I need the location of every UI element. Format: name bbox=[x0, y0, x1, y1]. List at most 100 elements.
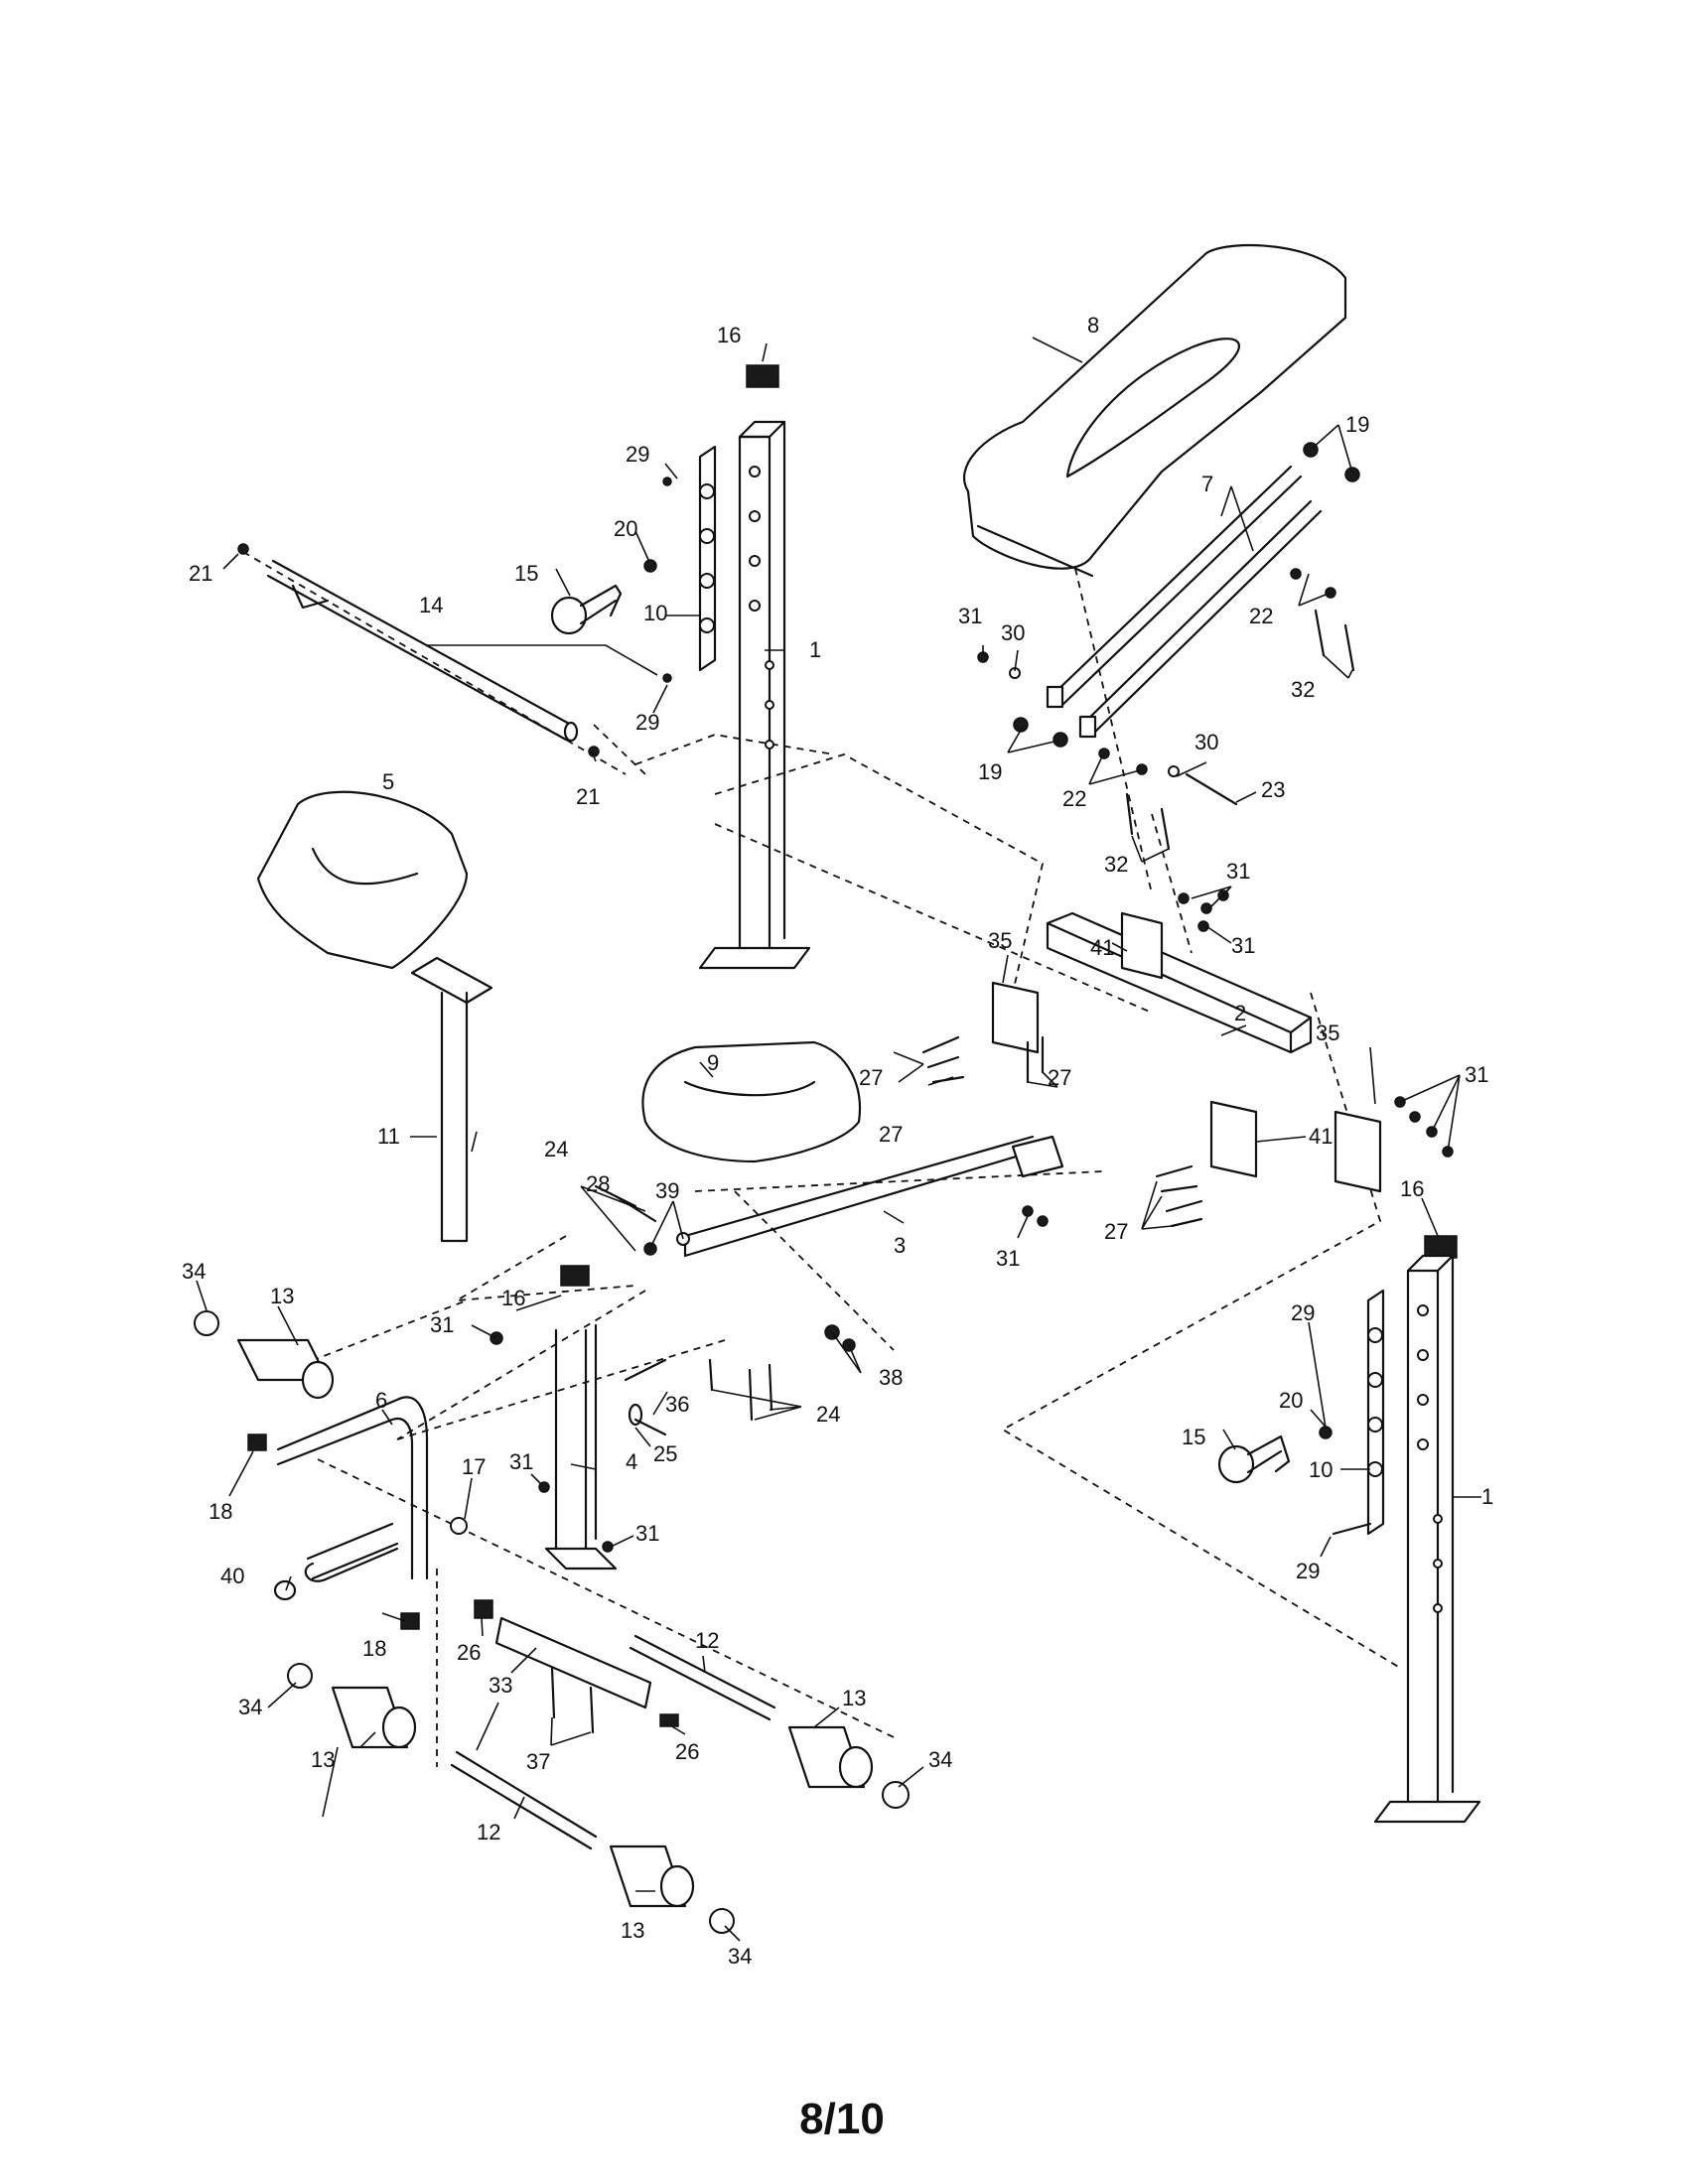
callout-37: 37 bbox=[526, 1749, 550, 1774]
backrest-pad bbox=[962, 244, 1347, 578]
callout-22-bottom: 22 bbox=[1062, 786, 1086, 811]
callout-21-left: 21 bbox=[189, 561, 212, 586]
pin-left bbox=[550, 584, 623, 635]
callout-4: 4 bbox=[626, 1449, 637, 1474]
callout-32-top: 32 bbox=[1291, 677, 1315, 702]
callout-19-bottom: 19 bbox=[978, 759, 1002, 784]
callout-13-c: 13 bbox=[842, 1686, 866, 1710]
callout-31-a: 31 bbox=[958, 604, 982, 628]
callout-30-a: 30 bbox=[1001, 620, 1025, 645]
roller-13-b bbox=[331, 1686, 417, 1749]
callout-15-right: 15 bbox=[1182, 1425, 1205, 1449]
callout-13-b: 13 bbox=[311, 1747, 335, 1772]
pin-right bbox=[1217, 1434, 1291, 1484]
callout-21-right: 21 bbox=[576, 784, 600, 809]
callout-10-left: 10 bbox=[643, 601, 667, 625]
callout-41-bottom: 41 bbox=[1309, 1124, 1333, 1149]
callout-34-b: 34 bbox=[238, 1695, 262, 1719]
callout-1-right: 1 bbox=[1481, 1484, 1493, 1509]
callout-5: 5 bbox=[382, 769, 394, 794]
callout-3: 3 bbox=[894, 1233, 906, 1258]
callout-31-f: 31 bbox=[430, 1312, 454, 1337]
callout-16-top: 16 bbox=[717, 323, 741, 347]
page-number: 8/10 bbox=[799, 2095, 885, 2143]
bracket-35-left bbox=[991, 981, 1040, 1054]
callout-2: 2 bbox=[1234, 1001, 1246, 1025]
leg-pad bbox=[256, 790, 469, 970]
bracket-right bbox=[1366, 1289, 1385, 1536]
callout-35-left: 35 bbox=[988, 928, 1012, 953]
post-4 bbox=[544, 1323, 618, 1570]
end-cap-right bbox=[1424, 1235, 1458, 1259]
roller-13-d bbox=[787, 1725, 874, 1789]
end-cap-center bbox=[560, 1265, 590, 1287]
callout-27-c: 27 bbox=[879, 1122, 903, 1147]
callout-36: 36 bbox=[665, 1392, 689, 1417]
bracket-35-right bbox=[1333, 1110, 1382, 1193]
callout-12-a: 12 bbox=[695, 1628, 719, 1653]
rod-12-left bbox=[450, 1750, 598, 1850]
callout-38: 38 bbox=[879, 1365, 903, 1390]
callout-31-d: 31 bbox=[1465, 1062, 1488, 1087]
rod-14 bbox=[266, 559, 579, 743]
callout-16-right: 16 bbox=[1400, 1176, 1424, 1201]
frame-6 bbox=[276, 1396, 429, 1582]
callout-19-top: 19 bbox=[1345, 412, 1369, 437]
callout-9: 9 bbox=[707, 1050, 719, 1075]
callout-18-b: 18 bbox=[362, 1636, 386, 1661]
callout-14: 14 bbox=[419, 593, 443, 617]
callout-20-right: 20 bbox=[1279, 1388, 1303, 1413]
upright-left bbox=[698, 420, 811, 970]
callout-16-mid: 16 bbox=[501, 1286, 525, 1310]
roller-13-c bbox=[609, 1844, 695, 1908]
bracket-41-bottom bbox=[1209, 1100, 1258, 1178]
hardware bbox=[194, 442, 1454, 1934]
bracket-33 bbox=[494, 1616, 652, 1709]
callout-27-a: 27 bbox=[859, 1065, 883, 1090]
callout-29-top: 29 bbox=[626, 442, 649, 467]
callout-7: 7 bbox=[1201, 472, 1213, 496]
callout-40: 40 bbox=[220, 1564, 244, 1588]
callout-31-c: 31 bbox=[1231, 933, 1255, 958]
callout-1-left: 1 bbox=[809, 637, 821, 662]
callout-34-a: 34 bbox=[182, 1259, 206, 1284]
callout-25: 25 bbox=[653, 1441, 677, 1466]
callout-26-b: 26 bbox=[675, 1739, 699, 1764]
callout-28: 28 bbox=[586, 1171, 610, 1196]
beam-2 bbox=[1046, 911, 1313, 1054]
callout-11: 11 bbox=[377, 1124, 400, 1149]
callout-13-a: 13 bbox=[270, 1284, 294, 1308]
callout-26-a: 26 bbox=[457, 1640, 481, 1665]
callout-12-b: 12 bbox=[477, 1820, 500, 1844]
callout-24-bottom: 24 bbox=[816, 1402, 840, 1427]
callout-22-top: 22 bbox=[1249, 604, 1273, 628]
roller-13-a bbox=[236, 1338, 335, 1400]
callout-32-bottom: 32 bbox=[1104, 852, 1128, 877]
callout-13-d: 13 bbox=[621, 1918, 644, 1943]
callout-24-top: 24 bbox=[544, 1137, 568, 1161]
callout-31-g: 31 bbox=[509, 1449, 533, 1474]
alignment-lines bbox=[242, 551, 1401, 1767]
callout-29-mid: 29 bbox=[635, 710, 659, 735]
post-11 bbox=[410, 956, 493, 1243]
callout-29-right-a: 29 bbox=[1291, 1300, 1315, 1325]
callout-41-top: 41 bbox=[1090, 935, 1114, 960]
callout-34-c: 34 bbox=[928, 1747, 952, 1772]
bracket-41-top bbox=[1120, 911, 1164, 980]
callout-6: 6 bbox=[375, 1388, 387, 1413]
upright-right bbox=[1373, 1254, 1481, 1824]
pivot-shaft bbox=[306, 1522, 399, 1580]
callout-35-right: 35 bbox=[1316, 1021, 1339, 1045]
callout-27-b: 27 bbox=[1048, 1065, 1071, 1090]
callout-39: 39 bbox=[655, 1178, 679, 1203]
callouts: 16 29 20 15 10 29 1 21 14 21 8 19 7 22 3… bbox=[182, 313, 1493, 1969]
leader-lines bbox=[196, 337, 1481, 1942]
callout-29-right-b: 29 bbox=[1296, 1559, 1320, 1583]
rails-7 bbox=[1046, 465, 1323, 739]
callout-15-left: 15 bbox=[514, 561, 538, 586]
callout-27-d: 27 bbox=[1104, 1219, 1128, 1244]
callout-33: 33 bbox=[489, 1673, 512, 1698]
bracket-left bbox=[698, 445, 717, 672]
callout-30-b: 30 bbox=[1194, 730, 1218, 754]
